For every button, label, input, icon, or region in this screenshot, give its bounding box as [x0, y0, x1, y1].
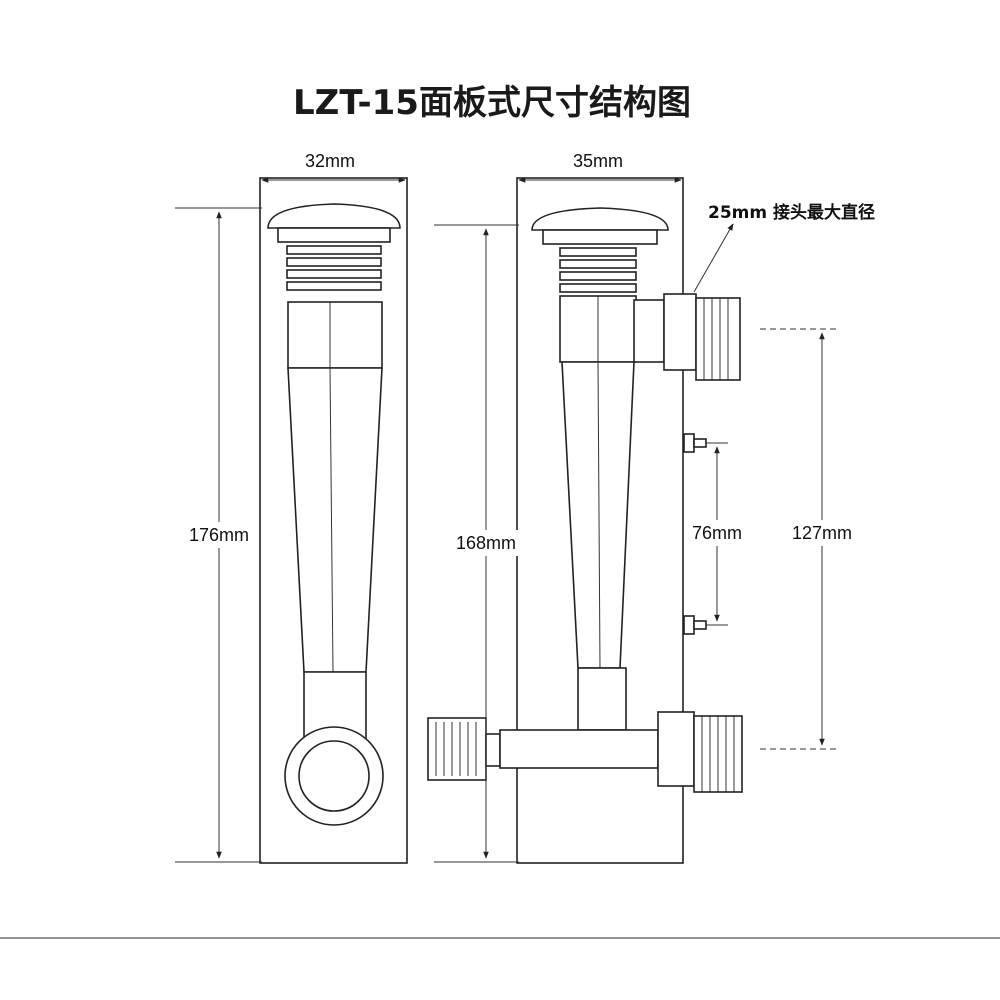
front-view: 32mm 176mm	[175, 151, 408, 864]
front-tapered-tube	[287, 367, 383, 673]
side-view: 35mm 168mm 76mm 127mm 25mm 接头最大直径	[427, 151, 875, 864]
connector-note-leader	[693, 223, 734, 293]
upper-connector-collar	[633, 299, 665, 363]
side-thread-rings	[559, 247, 637, 293]
lower-valve-knob	[427, 717, 487, 781]
lower-connector-hex	[657, 711, 695, 787]
connector-note: 25mm 接头最大直径	[708, 202, 875, 223]
front-width-label: 32mm	[305, 151, 355, 171]
lower-valve-neck	[485, 733, 501, 767]
upper-connector-hex	[663, 293, 697, 371]
tap-spacing-label: 76mm	[692, 523, 742, 543]
port-spacing-label: 127mm	[792, 523, 852, 543]
front-cap-base	[277, 227, 391, 243]
lower-valve-knob-grip	[435, 722, 477, 776]
drawing-title: LZT-15面板式尺寸结构图	[293, 83, 691, 123]
lower-horizontal-tube	[499, 729, 659, 769]
upper-connector-threads	[695, 297, 741, 381]
front-thread-rings	[286, 245, 382, 291]
front-outlet-ring-inner	[298, 740, 370, 812]
side-width-label: 35mm	[573, 151, 623, 171]
side-height-label: 168mm	[456, 533, 516, 553]
side-cap-base	[542, 229, 658, 245]
lower-mounting-tap	[683, 615, 707, 635]
front-cap	[267, 203, 401, 229]
front-upper-block	[287, 301, 383, 369]
front-height-label: 176mm	[189, 525, 249, 545]
side-lower-stem	[577, 667, 627, 731]
lower-connector-threads	[693, 715, 743, 793]
side-cap	[531, 207, 669, 231]
upper-mounting-tap	[683, 433, 707, 453]
